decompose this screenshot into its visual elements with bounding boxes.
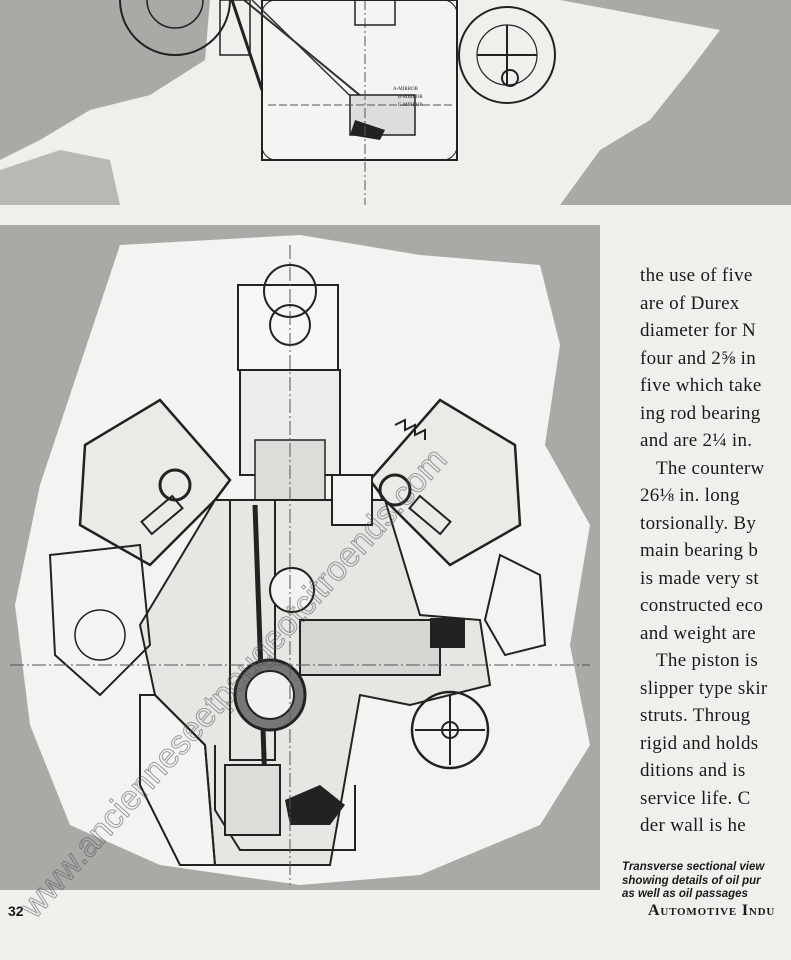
body-line: five which take: [640, 375, 762, 396]
caption-line: Transverse sectional view: [622, 861, 765, 873]
body-line: torsionally. By: [640, 512, 757, 534]
top-figure-label-b: B-MIRROR: [398, 95, 423, 100]
top-figure-label-a: A-MIRROR: [393, 87, 419, 92]
body-line: four and 2⅝ in: [640, 347, 757, 369]
caption-line: showing details of oil pur: [622, 874, 761, 887]
body-line: 26⅛ in. long: [640, 485, 740, 506]
body-line: ditions and is: [640, 760, 746, 781]
body-line: and are 2¼ in.: [640, 430, 753, 451]
journal-name: Automotive Indu: [648, 902, 776, 919]
figure-caption: Transverse sectional view showing detail…: [622, 861, 791, 902]
top-figure-label-c: C-MIRROR: [398, 103, 423, 108]
body-line: the use of five: [640, 265, 753, 286]
body-line: The piston is: [656, 650, 759, 671]
body-line: constructed eco: [640, 595, 764, 616]
body-line: main bearing b: [640, 540, 759, 561]
article-body-text: the use of five are of Durex diameter fo…: [640, 262, 791, 840]
body-line: service life. C: [640, 787, 751, 809]
body-line: der wall is he: [640, 815, 747, 836]
body-line: rigid and holds: [640, 732, 759, 754]
page-number: 32: [8, 903, 24, 919]
top-engine-drawing: A-MIRROR B-MIRROR C-MIRROR: [0, 0, 791, 205]
body-line: The counterw: [656, 457, 765, 479]
body-line: are of Durex: [640, 292, 740, 314]
body-line: slipper type skir: [640, 677, 768, 699]
body-line: diameter for N: [640, 320, 757, 341]
body-line: struts. Throug: [640, 705, 751, 726]
transverse-section-drawing: [0, 225, 600, 890]
body-line: is made very st: [640, 567, 760, 589]
body-line: and weight are: [640, 622, 757, 644]
caption-line: as well as oil passages: [622, 888, 748, 900]
body-line: ing rod bearing: [640, 402, 761, 424]
